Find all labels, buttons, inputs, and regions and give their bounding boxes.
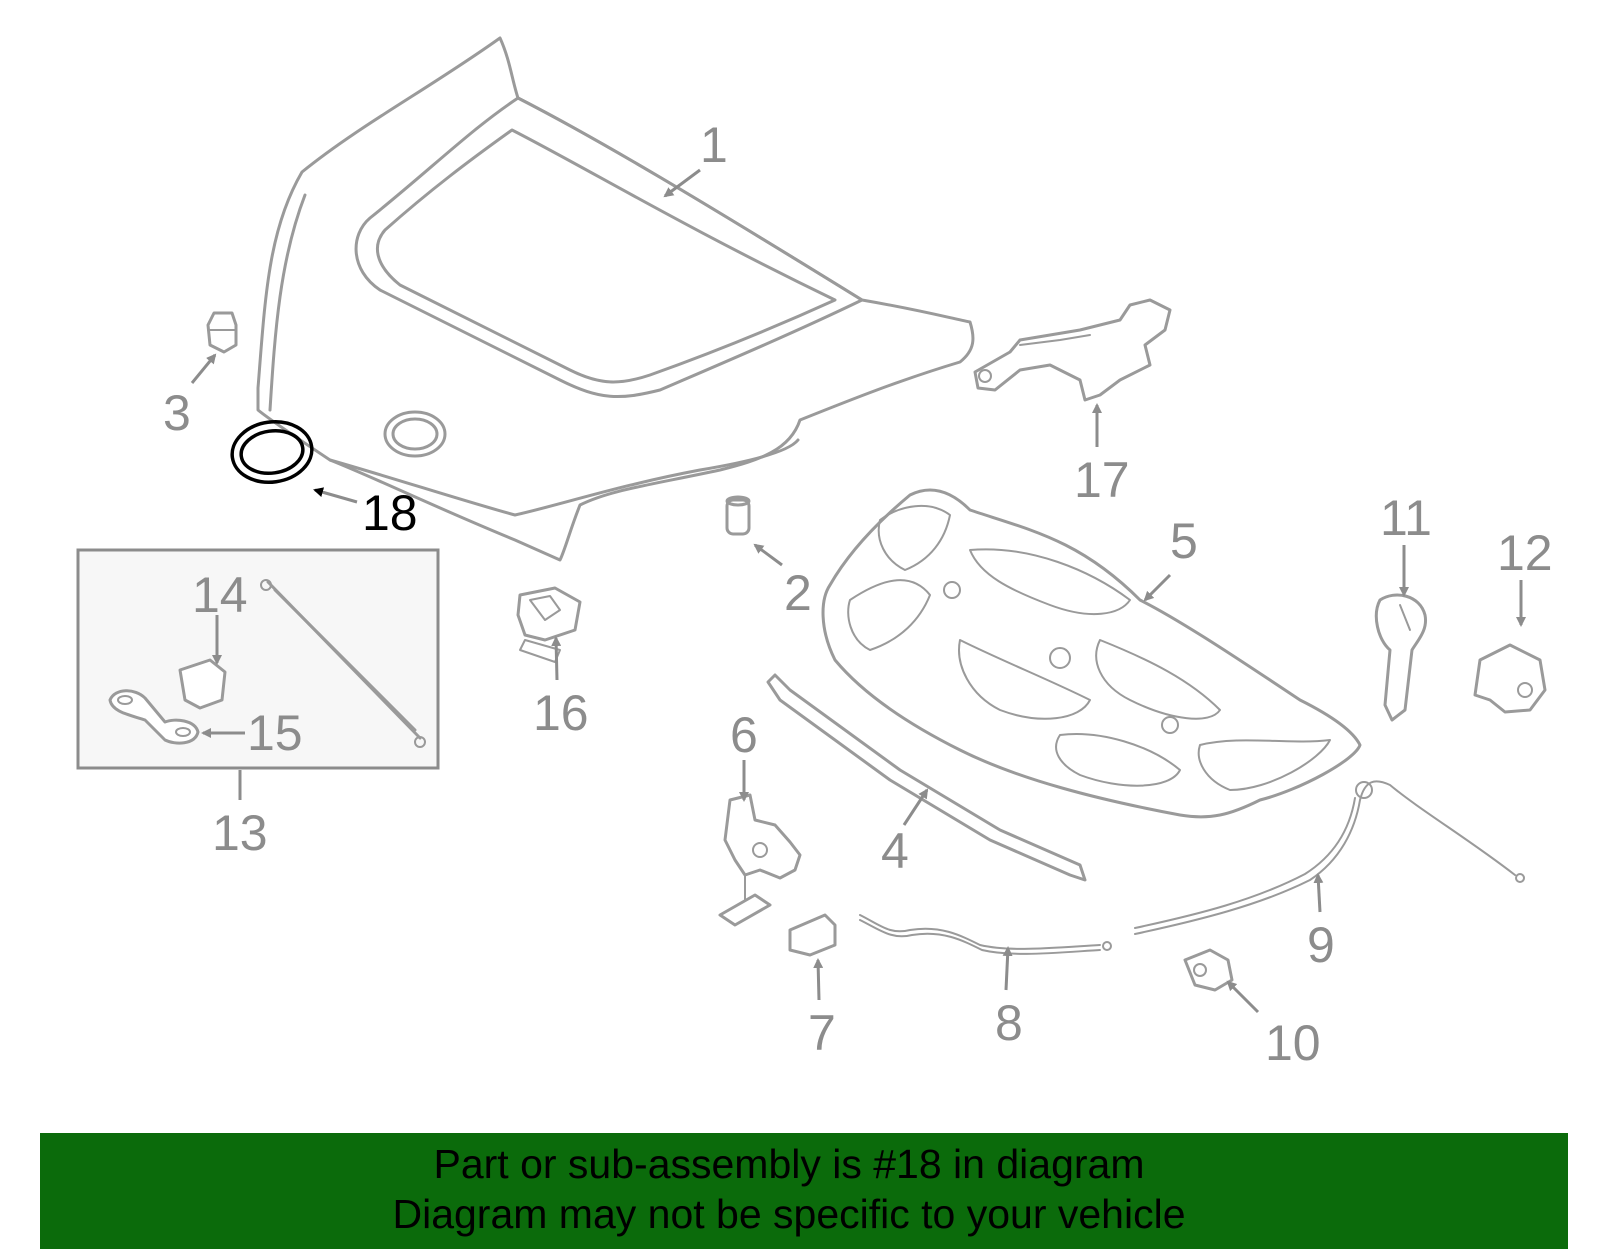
latch-assembly-part-12[interactable] xyxy=(1473,643,1547,714)
gas-strut-part-14[interactable] xyxy=(178,579,426,748)
hood-latch-part-6[interactable] xyxy=(718,793,802,927)
callout-7: 7 xyxy=(808,1005,836,1061)
callout-11: 11 xyxy=(1380,490,1432,546)
callout-8: 8 xyxy=(995,995,1023,1051)
callout-labels: 1 2 3 4 5 6 7 8 9 10 11 12 13 14 15 16 1… xyxy=(163,117,1553,1071)
group-box-part-13 xyxy=(76,548,440,770)
leader-lines xyxy=(190,168,1526,1014)
bumper-part-2[interactable] xyxy=(725,495,751,536)
callout-13: 13 xyxy=(212,805,268,861)
weatherstrip-part-4[interactable] xyxy=(766,673,1087,882)
seal-ring-part-18[interactable] xyxy=(228,417,316,488)
callout-2: 2 xyxy=(784,565,812,621)
part-info-banner: Part or sub-assembly is #18 in diagram D… xyxy=(40,1133,1568,1249)
striker-part-16[interactable] xyxy=(516,586,582,663)
callout-9: 9 xyxy=(1307,917,1335,973)
hood-hinge-part-17[interactable] xyxy=(973,298,1172,402)
banner-line-part-number: Part or sub-assembly is #18 in diagram xyxy=(433,1141,1145,1187)
release-handle-part-11[interactable] xyxy=(1374,593,1428,722)
callout-12: 12 xyxy=(1497,525,1553,581)
callout-6: 6 xyxy=(730,707,758,763)
callout-3: 3 xyxy=(163,385,191,441)
clip-part-10[interactable] xyxy=(1183,948,1234,992)
bracket-part-15[interactable] xyxy=(108,689,200,745)
hood-panel-part-1[interactable] xyxy=(256,36,975,562)
callout-16: 16 xyxy=(533,685,589,741)
banner-line-disclaimer: Diagram may not be specific to your vehi… xyxy=(392,1191,1186,1237)
callout-17: 17 xyxy=(1074,452,1130,508)
release-cable-part-8[interactable] xyxy=(859,914,1112,955)
release-cable-part-9[interactable] xyxy=(1134,780,1525,935)
callout-5: 5 xyxy=(1170,513,1198,569)
bracket-part-7[interactable] xyxy=(788,913,837,957)
callout-15: 15 xyxy=(247,705,303,761)
callout-1: 1 xyxy=(700,117,728,173)
hood-bumper-part-3[interactable] xyxy=(206,311,238,354)
hood-insulator-part-5[interactable] xyxy=(821,488,1362,819)
callout-4: 4 xyxy=(881,823,909,879)
callout-10: 10 xyxy=(1265,1015,1321,1071)
callout-14: 14 xyxy=(192,567,248,623)
callout-18: 18 xyxy=(362,485,418,541)
